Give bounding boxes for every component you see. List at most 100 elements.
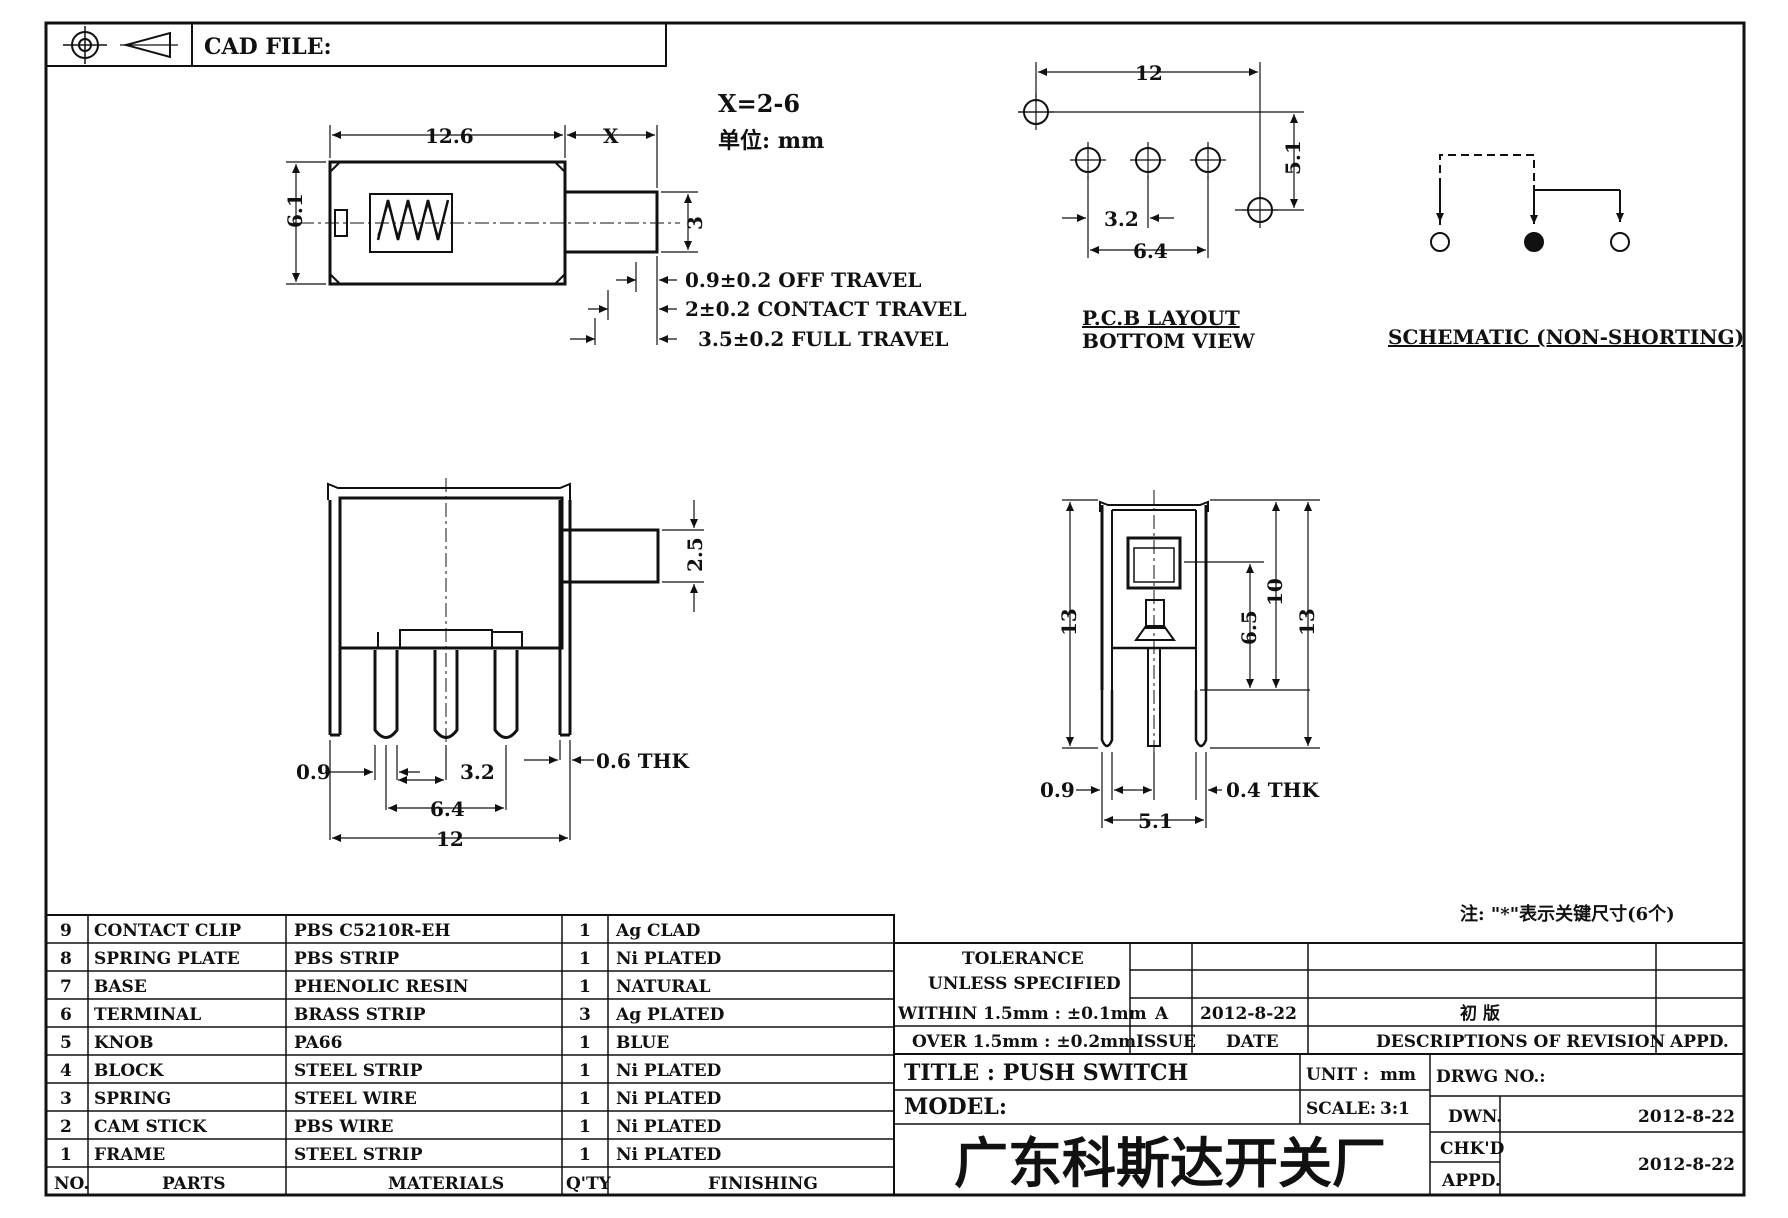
bom-finish: BLUE	[616, 1033, 669, 1053]
dim-width-label: 12.6	[425, 124, 474, 148]
bom-no: 2	[60, 1117, 72, 1137]
pcb-hole	[1130, 142, 1166, 178]
bom-qty: 1	[579, 921, 591, 941]
pcb-layout: 12 5.1 3.2 6.4 P.C.B LAYOUT BOTTOM VIEW	[1018, 61, 1305, 353]
terminal-pin	[493, 650, 519, 739]
revision-appd-label: APPD.	[1669, 1032, 1729, 1052]
bom-finish: Ni PLATED	[616, 1061, 722, 1081]
bom-qty: 1	[579, 977, 591, 997]
bom-no: 3	[60, 1089, 72, 1109]
bom-finish: Ag PLATED	[615, 1005, 725, 1025]
bom-row: 3 SPRING STEEL WIRE 1 Ni PLATED	[60, 1089, 722, 1109]
front-dim-width-label: 12	[436, 827, 464, 851]
dwn-date: 2012-8-22	[1638, 1107, 1735, 1127]
bom-no: 5	[60, 1033, 72, 1053]
bom-qty: 1	[579, 949, 591, 969]
bom-no: 7	[60, 977, 72, 997]
bom-qty: 1	[579, 1061, 591, 1081]
revision-desc-value: 初 版	[1460, 1003, 1500, 1024]
scale-label: SCALE:	[1306, 1099, 1376, 1119]
pcb-hole	[1018, 94, 1054, 130]
bom-qty: 1	[579, 1089, 591, 1109]
front-dim-pitch-label: 3.2	[460, 760, 495, 784]
bom-finish: Ni PLATED	[616, 1117, 722, 1137]
tolerance-line1: TOLERANCE	[962, 949, 1084, 969]
bom-part: BASE	[94, 977, 147, 997]
bom-part: BLOCK	[94, 1061, 165, 1081]
dim-x-label: X	[603, 124, 619, 148]
schematic-title: SCHEMATIC (NON-SHORTING)	[1388, 325, 1744, 349]
unit-label-tb: UNIT :	[1306, 1065, 1369, 1085]
title-label: TITLE : PUSH SWITCH	[904, 1060, 1188, 1086]
bom-material: STEEL STRIP	[294, 1145, 423, 1165]
side-dim-thk-label: 0.4 THK	[1226, 778, 1320, 802]
bom-part: SPRING	[94, 1089, 171, 1109]
appd-label: APPD.	[1441, 1171, 1501, 1191]
bom-finish: Ni PLATED	[616, 1089, 722, 1109]
projection-symbol-icon	[63, 26, 178, 64]
tolerance-revision-block: TOLERANCE UNLESS SPECIFIED WITHIN 1.5mm …	[893, 942, 1745, 1055]
schematic: SCHEMATIC (NON-SHORTING)	[1388, 154, 1744, 349]
bom-material: PA66	[294, 1033, 342, 1053]
bom-material: PBS STRIP	[294, 949, 399, 969]
pcb-hole	[1070, 142, 1106, 178]
dwn-label: DWN.	[1448, 1107, 1502, 1127]
top-view: 12.6 X 6.1 3 0.9±0.2 OFF TRAVEL 2±0.2 CO…	[283, 89, 967, 351]
chkd-label: CHK'D	[1440, 1139, 1505, 1159]
front-dim-left-label: 0.9	[296, 760, 331, 784]
bom-material: STEEL WIRE	[294, 1089, 417, 1109]
bom-finish: Ni PLATED	[616, 949, 722, 969]
front-dim-thk-label: 0.6 THK	[596, 749, 690, 773]
pcb-layout-subtitle: BOTTOM VIEW	[1082, 329, 1255, 353]
tolerance-line4: OVER 1.5mm : ±0.2mm	[912, 1032, 1136, 1052]
full-travel-label: 3.5±0.2 FULL TRAVEL	[698, 327, 948, 351]
side-dim-width-label: 5.1	[1138, 809, 1173, 833]
terminal-pin	[1194, 690, 1208, 748]
revision-desc-label: DESCRIPTIONS OF REVISION	[1376, 1032, 1665, 1052]
revision-issue-value: A	[1154, 1004, 1169, 1024]
drwg-no-label: DRWG NO.:	[1436, 1067, 1546, 1087]
bom-qty: 3	[579, 1005, 591, 1025]
revision-date-value: 2012-8-22	[1200, 1004, 1297, 1024]
terminal-open-right	[1610, 232, 1630, 252]
contact-travel-label: 2±0.2 CONTACT TRAVEL	[685, 297, 967, 321]
bom-header-qty: Q'TY	[566, 1174, 612, 1194]
bom-part: CAM STICK	[94, 1117, 208, 1137]
header-box: CAD FILE:	[45, 22, 667, 67]
bom-no: 6	[60, 1005, 72, 1025]
unit-label: 单位: mm	[718, 128, 824, 154]
cad-file-label: CAD FILE:	[204, 34, 332, 60]
bom-finish: Ni PLATED	[616, 1145, 722, 1165]
terminal-open-left	[1430, 232, 1450, 252]
bom-part: KNOB	[94, 1033, 154, 1053]
dim-height-label: 6.1	[283, 193, 307, 228]
side-dim-left-label: 13	[1057, 608, 1081, 636]
bom-material: PHENOLIC RESIN	[294, 977, 468, 997]
tolerance-line2: UNLESS SPECIFIED	[928, 974, 1121, 994]
bom-no: 4	[60, 1061, 72, 1081]
bom-part: SPRING PLATE	[94, 949, 240, 969]
key-dimension-note: 注: "*"表示关键尺寸(6个)	[1460, 903, 1675, 925]
dim-stem-label: 3	[683, 216, 707, 230]
pcb-dim-right-label: 5.1	[1281, 140, 1305, 175]
side-dim-right-label: 13	[1295, 608, 1319, 636]
bom-part: CONTACT CLIP	[94, 921, 241, 941]
scale-value: 3:1	[1380, 1099, 1410, 1119]
side-dim-mid-label: 10	[1263, 578, 1287, 606]
pcb-dim-pitch-label: 3.2	[1104, 207, 1139, 231]
pcb-dim-span-label: 6.4	[1133, 239, 1168, 263]
bom-header-no: NO.	[54, 1174, 89, 1194]
bom-material: BRASS STRIP	[294, 1005, 426, 1025]
side-dim-pin-label: 0.9	[1040, 778, 1075, 802]
bom-material: STEEL STRIP	[294, 1061, 423, 1081]
front-dim-stem-label: 2.5	[683, 537, 707, 572]
terminal-pin	[373, 650, 399, 739]
pcb-hole	[1190, 142, 1226, 178]
off-travel-label: 0.9±0.2 OFF TRAVEL	[685, 268, 921, 292]
terminal-pin	[433, 650, 459, 739]
